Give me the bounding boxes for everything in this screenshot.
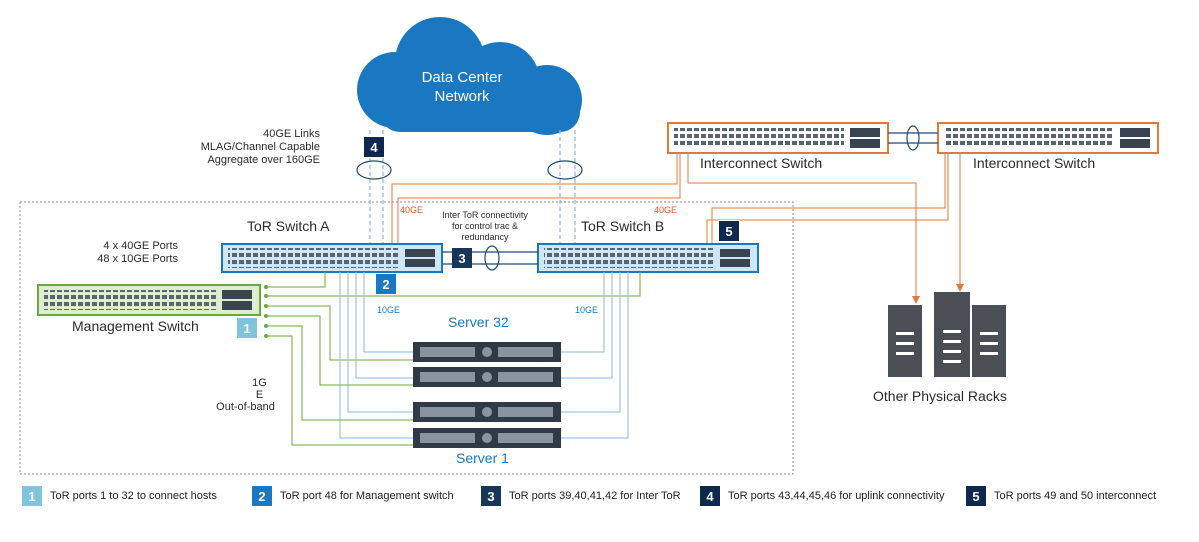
interconnect-switch-right (937, 122, 1159, 154)
physical-racks-icon (888, 292, 1006, 377)
legend-text-3: ToR ports 39,40,41,42 for Inter ToR (509, 490, 681, 502)
legend-item-1: 1 ToR ports 1 to 32 to connect hosts (22, 486, 217, 506)
legend-item-5: 5 ToR ports 49 and 50 interconnect (966, 486, 1156, 506)
legend-text-5: ToR ports 49 and 50 interconnect (994, 490, 1157, 502)
legend-badge-2: 2 (252, 486, 272, 506)
inter-tor-label: Inter ToR connectivity for control trac … (430, 210, 540, 243)
legend-item-3: 3 ToR ports 39,40,41,42 for Inter ToR (481, 486, 681, 506)
green-dots (264, 285, 268, 338)
inter-tor-line3: redundancy (461, 232, 509, 242)
tor-a-10ge-label: 10GE (377, 305, 401, 315)
inter-tor-line2: for control trac & (451, 221, 519, 231)
legend-badge-3: 3 (481, 486, 501, 506)
cloud-label: Data Center Network (392, 68, 532, 106)
tor-b-title: ToR Switch B (581, 218, 665, 234)
tor-switch-b (537, 243, 759, 273)
oob-label: 1G E Out-of-band (213, 377, 278, 413)
other-racks-label: Other Physical Racks (873, 388, 1007, 404)
blue-links-b (561, 272, 629, 439)
badge-1: 1 (237, 318, 257, 338)
legend-item-4: 4 ToR ports 43,44,45,46 for uplink conne… (700, 486, 944, 506)
ports-40ge: 4 x 40GE Ports (103, 240, 178, 252)
uplink-line3: Aggregate over 160GE (207, 154, 320, 166)
oob-line2: E (255, 389, 264, 401)
badge-3: 3 (452, 248, 472, 268)
uplinks-tor-b (559, 130, 576, 246)
server-1 (413, 428, 561, 448)
badge-2: 2 (376, 274, 396, 294)
tor-a-title: ToR Switch A (247, 218, 330, 234)
uplink-description: 40GE Links MLAG/Channel Capable Aggregat… (185, 128, 320, 167)
server-32 (413, 342, 561, 362)
management-switch-label: Management Switch (72, 318, 199, 334)
arrow-rack-2 (956, 284, 964, 292)
legend-item-2: 2 ToR port 48 for Management switch (252, 486, 454, 506)
oob-line1: 1G (252, 377, 267, 389)
tor-b-40ge-label: 40GE (654, 205, 678, 215)
tor-a-40ge-label: 40GE (400, 205, 424, 215)
server-31 (413, 367, 561, 387)
tor-b-10ge-label: 10GE (575, 305, 599, 315)
inter-tor-line1: Inter ToR connectivity (442, 210, 528, 220)
lag-ellipse-b (547, 160, 583, 180)
legend-badge-4: 4 (700, 486, 720, 506)
ports-10ge: 48 x 10GE Ports (97, 253, 178, 265)
legend-text-2: ToR port 48 for Management switch (280, 490, 454, 502)
legend-badge-5: 5 (966, 486, 986, 506)
data-center-cloud (357, 17, 582, 135)
uplink-line1: 40GE Links (263, 128, 320, 140)
tor-a-ports: 4 x 40GE Ports 48 x 10GE Ports (90, 240, 178, 266)
interconnect-link (888, 125, 938, 151)
green-links (264, 272, 641, 446)
blue-links-a (339, 272, 413, 439)
arrow-rack-1 (912, 296, 920, 304)
uplink-line2: MLAG/Channel Capable (200, 141, 320, 153)
badge-4: 4 (364, 137, 384, 157)
cloud-line1: Data Center (421, 69, 503, 86)
oob-line3: Out-of-band (216, 401, 275, 413)
legend-text-4: ToR ports 43,44,45,46 for uplink connect… (728, 490, 945, 502)
server-2 (413, 402, 561, 422)
badge-5: 5 (718, 220, 740, 242)
management-switch (37, 284, 261, 316)
interconnect-left-label: Interconnect Switch (700, 155, 823, 171)
uplinks-tor-a (369, 130, 384, 246)
rack-boundary (19, 201, 794, 475)
legend-text-1: ToR ports 1 to 32 to connect hosts (50, 490, 217, 502)
lag-ellipse-a (356, 160, 392, 180)
interconnect-switch-left (667, 122, 889, 154)
legend-badge-1: 1 (22, 486, 42, 506)
orange-links (391, 148, 961, 300)
tor-switch-a (221, 243, 443, 273)
interconnect-right-label: Interconnect Switch (973, 155, 1096, 171)
server-1-label: Server 1 (456, 450, 509, 466)
cloud-line2: Network (434, 88, 490, 105)
server-32-label: Server 32 (448, 314, 509, 330)
